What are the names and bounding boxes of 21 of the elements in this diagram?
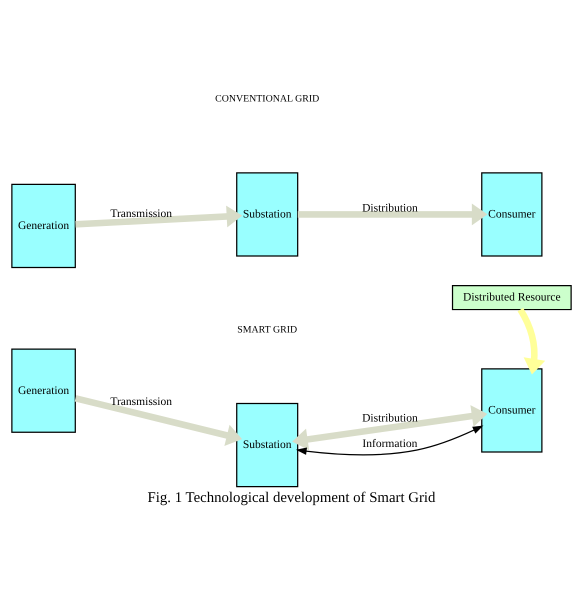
edge-label: Information <box>362 438 418 450</box>
node-box: Substation <box>236 172 298 257</box>
node-box: Generation <box>11 348 76 433</box>
arrow <box>518 308 546 374</box>
node-box: Consumer <box>481 368 542 453</box>
edge-label: Distribution <box>362 202 418 214</box>
arrow <box>74 395 242 446</box>
node-box: Distributed Resource <box>452 285 572 310</box>
arrow <box>292 405 488 450</box>
node-box: Generation <box>11 184 76 268</box>
edge-label: Transmission <box>110 208 172 220</box>
edge-label: Transmission <box>110 396 172 408</box>
label: CONVENTIONAL GRID <box>215 94 320 105</box>
edge-label: Distribution <box>362 412 418 424</box>
arrow <box>296 426 484 456</box>
arrow <box>75 206 242 228</box>
node-box: Substation <box>236 402 298 488</box>
label: SMART GRID <box>237 324 298 336</box>
node-box: Consumer <box>481 172 542 257</box>
arrow <box>298 204 488 226</box>
caption: Fig. 1 Technological development of Smart Grid <box>148 490 436 506</box>
